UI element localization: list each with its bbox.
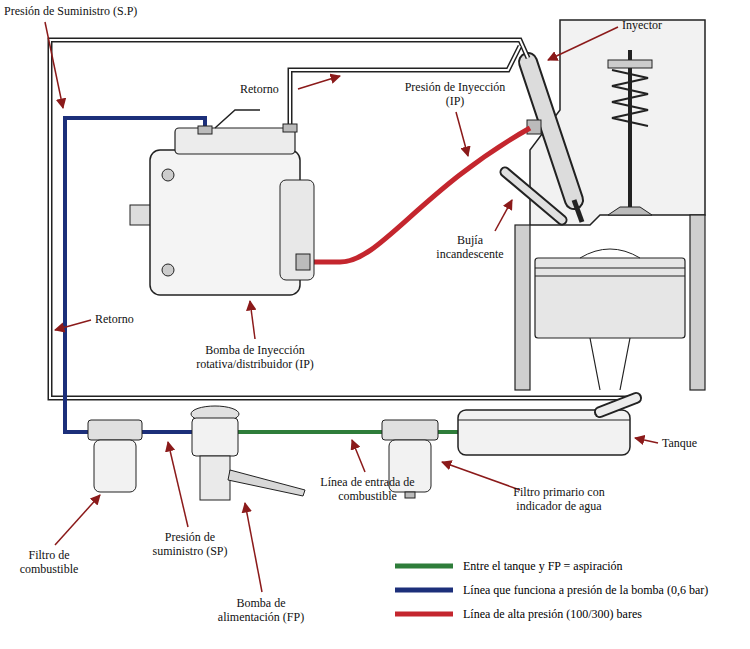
- pump-arm-housing: [200, 456, 230, 500]
- legend-swatch-frame: [395, 586, 453, 594]
- valve-head: [608, 207, 652, 215]
- piston: [535, 258, 685, 338]
- leader-arrow: [456, 112, 468, 156]
- legend-swatch: [395, 612, 453, 617]
- bolt: [162, 169, 174, 181]
- leader-arrow: [548, 27, 618, 60]
- return-line: [50, 40, 632, 398]
- injector-nozzle: [574, 200, 582, 222]
- cylinder-wall: [690, 215, 705, 390]
- legend-text: Línea de alta presión (100/300) bares: [463, 607, 642, 621]
- leader-arrow: [352, 440, 365, 472]
- part-label: Presión de Suministro (S.P): [4, 4, 137, 18]
- leader-arrows: [45, 22, 658, 592]
- bolt: [162, 264, 174, 276]
- leader-arrow: [245, 503, 262, 592]
- fuel-tank: [458, 398, 636, 455]
- control-lever: [215, 110, 260, 128]
- return-pipe: [50, 40, 632, 398]
- part-label: Línea de entrada de combustible: [320, 475, 415, 503]
- suction-pipe: [436, 430, 460, 434]
- return-pipe-core: [290, 46, 520, 130]
- piston-bowl: [580, 249, 640, 258]
- part-label: Bomba de alimentación (FP): [215, 596, 307, 624]
- legend-swatch-frame: [395, 610, 453, 618]
- part-label: Inyector: [622, 18, 662, 32]
- glow-plug: [505, 172, 562, 220]
- governor-cover: [175, 128, 295, 154]
- part-label: Bujía incandescente: [428, 233, 512, 261]
- part-label: Filtro primario con indicador de agua: [513, 485, 605, 513]
- filter-head: [382, 420, 438, 440]
- leader-arrow: [45, 22, 63, 108]
- cylinder-wall: [515, 225, 530, 390]
- legend-entry: Línea que funciona a presión de la bomba…: [395, 582, 708, 598]
- suction-pipe: [238, 430, 384, 434]
- leader-arrow: [168, 442, 188, 527]
- part-label: Presión de Inyección (IP): [395, 80, 515, 108]
- tank-seam: [458, 420, 630, 421]
- outlet-fitting: [296, 254, 310, 270]
- legend-swatch: [395, 564, 453, 569]
- supply-pipe: [138, 430, 192, 434]
- legend-text: Entre el tanque y FP = aspiración: [463, 559, 623, 573]
- filter-bowl: [94, 440, 136, 492]
- injection-pump: [130, 110, 314, 295]
- legend-entry: Entre el tanque y FP = aspiración: [395, 558, 623, 574]
- return-fitting: [283, 124, 297, 132]
- return-pipe-core: [50, 40, 632, 398]
- drive-shaft: [130, 205, 152, 225]
- pump-body: [150, 150, 300, 295]
- part-label: Filtro de combustible: [4, 548, 94, 576]
- pump-housing: [192, 418, 238, 456]
- injector-body-outline: [528, 62, 574, 200]
- leader-arrow: [298, 76, 340, 89]
- legend-swatch: [395, 588, 453, 593]
- filter-head: [88, 420, 142, 440]
- inlet-fitting: [198, 126, 212, 134]
- leader-arrow: [495, 200, 512, 231]
- water-indicator: [405, 492, 415, 498]
- feed-pump: [191, 406, 305, 500]
- distributor-head: [280, 180, 314, 280]
- fuel-filter: [88, 420, 142, 492]
- connecting-rod: [590, 338, 630, 390]
- leader-arrow: [635, 438, 658, 443]
- leader-arrow: [55, 495, 100, 545]
- filler-neck: [600, 398, 636, 412]
- injector-body: [528, 62, 574, 200]
- piston-ring: [535, 276, 685, 277]
- pump-lever: [228, 470, 305, 496]
- leader-arrow: [250, 301, 255, 339]
- legend-entry: Línea de alta presión (100/300) bares: [395, 606, 642, 622]
- legend-swatch-frame: [395, 562, 453, 570]
- part-label: Presión de suministro (SP): [145, 530, 235, 558]
- part-label: Tanque: [662, 436, 697, 450]
- piston-ring: [535, 268, 685, 269]
- leader-arrow: [55, 320, 91, 330]
- filler-neck-outline: [600, 398, 636, 412]
- spring-cap: [608, 60, 652, 68]
- glow-plug-body: [505, 172, 562, 220]
- high-pressure-pipe: [300, 128, 530, 262]
- glow-plug-outline: [505, 172, 562, 220]
- part-label: Retorno: [95, 312, 134, 326]
- part-label: Retorno: [240, 82, 279, 96]
- legend-text: Línea que funciona a presión de la bomba…: [463, 583, 708, 597]
- leader-arrow: [442, 462, 520, 490]
- return-pipe: [290, 46, 520, 130]
- valve-spring: [612, 70, 648, 126]
- part-label: Bomba de Inyección rotativa/distribuidor…: [175, 343, 335, 371]
